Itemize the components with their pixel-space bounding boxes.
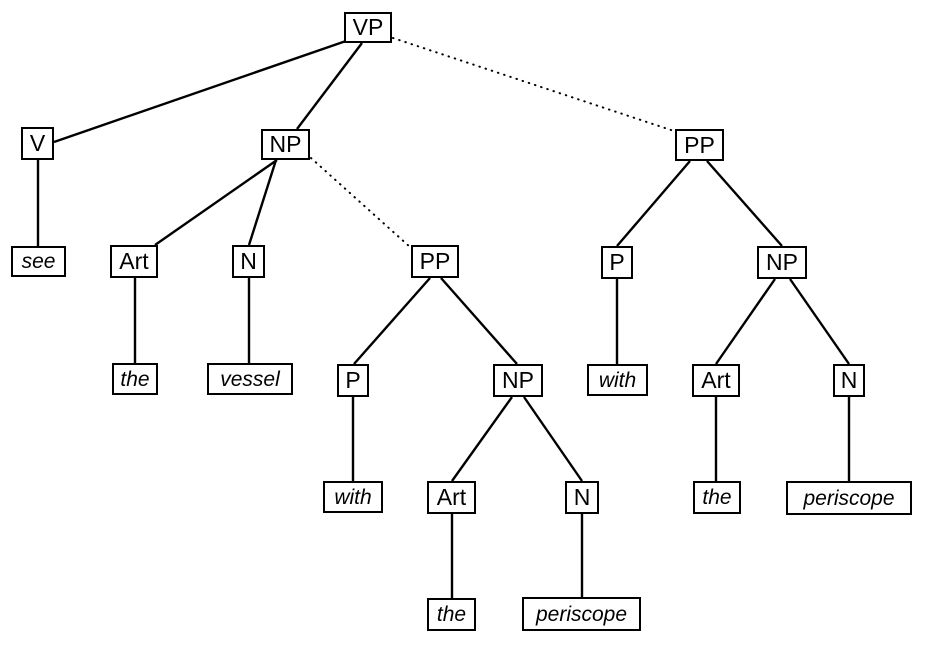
category-node-p_mid: P bbox=[337, 364, 369, 397]
category-node-pp_mid: PP bbox=[411, 245, 459, 278]
node-label: VP bbox=[352, 14, 384, 40]
node-label: NP bbox=[766, 249, 798, 275]
node-label: N bbox=[573, 484, 591, 510]
category-node-n_right: N bbox=[833, 364, 865, 397]
tree-edge-pp-mid-p-mid bbox=[353, 277, 431, 365]
category-node-p_right: P bbox=[601, 246, 633, 279]
category-node-np_right: NP bbox=[757, 246, 807, 279]
node-label: Art bbox=[701, 367, 731, 393]
node-label: N bbox=[240, 248, 257, 274]
category-node-np_mid: NP bbox=[493, 364, 543, 397]
tree-edge-np-right-n bbox=[789, 278, 850, 365]
node-label: P bbox=[345, 367, 361, 393]
node-label: the bbox=[702, 486, 732, 509]
tree-edge-np-mid-art bbox=[451, 396, 513, 482]
node-label: PP bbox=[419, 248, 451, 274]
node-label: see bbox=[21, 250, 56, 273]
category-node-np1: NP bbox=[261, 129, 310, 160]
tree-edge-pp-mid-np-mid bbox=[440, 277, 518, 365]
node-label: with bbox=[334, 485, 372, 509]
tree-edge-np-right-art bbox=[715, 278, 776, 365]
tree-edge-np1-n1 bbox=[247, 159, 278, 246]
tree-edge-pp-right-p bbox=[616, 160, 691, 247]
terminal-node-the_m: the bbox=[427, 598, 476, 631]
category-node-art_right: Art bbox=[692, 364, 740, 397]
tree-edge-pp-right-np bbox=[706, 160, 783, 247]
node-label: V bbox=[29, 130, 46, 156]
node-label: P bbox=[609, 249, 625, 275]
category-node-n_mid: N bbox=[565, 481, 599, 514]
node-label: the bbox=[436, 603, 467, 626]
tree-edge-np-mid-n bbox=[523, 396, 583, 482]
tree-edge-vp-np1 bbox=[296, 42, 363, 130]
terminal-node-peri_m: periscope bbox=[522, 597, 641, 631]
terminal-node-with_r: with bbox=[587, 364, 648, 396]
category-node-v: V bbox=[21, 127, 54, 160]
node-label: PP bbox=[684, 131, 715, 158]
category-node-vp: VP bbox=[344, 12, 392, 43]
terminal-node-see: see bbox=[11, 246, 66, 277]
node-label: NP bbox=[269, 131, 302, 157]
tree-edge-vp-pp-right bbox=[392, 37, 675, 132]
node-label: with bbox=[598, 368, 637, 392]
terminal-node-vessel: vessel bbox=[207, 363, 293, 395]
tree-edge-np1-pp-mid bbox=[310, 157, 411, 248]
terminal-node-the1: the bbox=[112, 363, 158, 395]
node-label: periscope bbox=[535, 602, 628, 626]
node-label: Art bbox=[119, 248, 149, 274]
node-label: vessel bbox=[220, 367, 280, 391]
node-label: N bbox=[840, 367, 858, 393]
tree-edge-np1-art1 bbox=[154, 159, 278, 246]
terminal-node-peri_r: periscope bbox=[786, 481, 912, 515]
node-label: Art bbox=[436, 484, 467, 510]
node-label: NP bbox=[502, 367, 534, 393]
node-label: periscope bbox=[803, 486, 895, 510]
category-node-art1: Art bbox=[110, 245, 158, 278]
terminal-node-the_r: the bbox=[693, 481, 741, 514]
category-node-n1: N bbox=[232, 245, 265, 278]
category-node-pp_right: PP bbox=[675, 129, 724, 161]
category-node-art_mid: Art bbox=[427, 481, 476, 514]
tree-edge-vp-v bbox=[53, 39, 347, 144]
node-label: the bbox=[120, 367, 150, 391]
terminal-node-with_m: with bbox=[323, 481, 383, 513]
